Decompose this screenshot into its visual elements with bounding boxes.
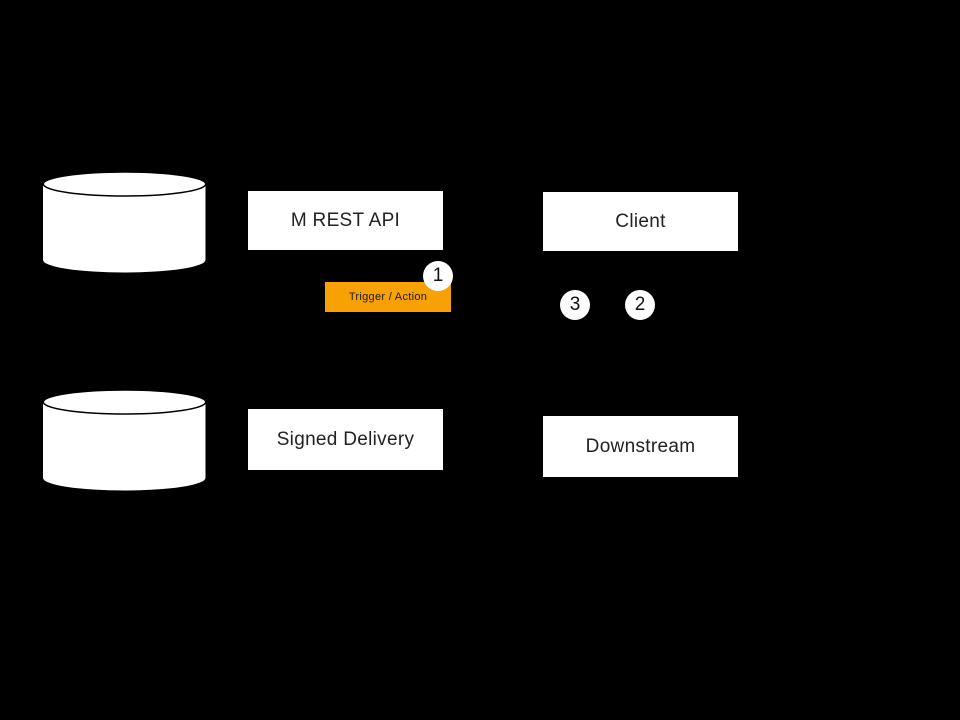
step-badge-2-number: 2 [634, 294, 646, 315]
node-m-rest-api: M REST API [248, 191, 443, 250]
node-signed-delivery: Signed Delivery [248, 409, 443, 470]
step-badge-1-number: 1 [432, 265, 444, 286]
node-m-rest-api-label: M REST API [290, 209, 401, 231]
database-cylinder-top-icon [42, 170, 207, 274]
database-cylinder-bottom-svg [42, 389, 207, 491]
database-cylinder-top-svg [42, 171, 207, 273]
step-badge-3-number: 3 [569, 294, 581, 315]
step-badge-2: 2 [625, 290, 655, 320]
trigger-action-tag-label: Trigger / Action [348, 291, 428, 303]
step-badge-3: 3 [560, 290, 590, 320]
node-downstream-label: Downstream [585, 435, 696, 457]
node-client: Client [543, 192, 738, 251]
node-signed-delivery-label: Signed Delivery [276, 428, 415, 450]
node-downstream: Downstream [543, 416, 738, 477]
node-client-label: Client [615, 210, 666, 232]
step-badge-1: 1 [423, 261, 453, 291]
database-cylinder-bottom-icon [42, 388, 207, 492]
